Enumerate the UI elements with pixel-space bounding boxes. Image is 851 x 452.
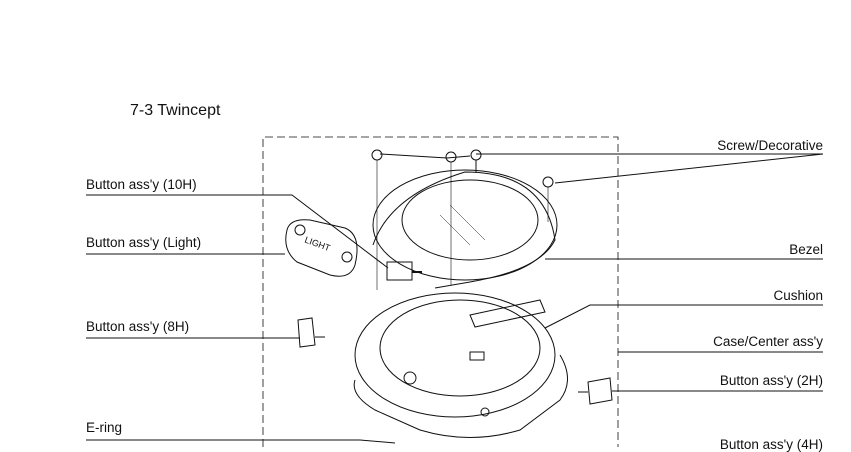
leader-ering bbox=[86, 439, 396, 444]
label-cushion: Cushion bbox=[773, 288, 823, 303]
label-screw-decorative: Screw/Decorative bbox=[717, 138, 823, 153]
case-drawing bbox=[353, 292, 568, 438]
label-button-10h: Button ass'y (10H) bbox=[86, 177, 197, 192]
label-button-2h: Button ass'y (2H) bbox=[719, 373, 823, 388]
label-button-4h: Button ass'y (4H) bbox=[719, 437, 823, 452]
light-button-drawing: LIGHT bbox=[285, 219, 358, 277]
label-button-light: Button ass'y (Light) bbox=[86, 235, 202, 250]
section-title: 7-3 Twincept bbox=[130, 102, 221, 119]
bezel-drawing bbox=[372, 169, 558, 289]
light-cap-text: LIGHT bbox=[303, 235, 332, 254]
label-button-8h: Button ass'y (8H) bbox=[86, 319, 190, 334]
label-bezel: Bezel bbox=[789, 242, 823, 257]
button-10h-drawing bbox=[386, 261, 413, 281]
button-8h-drawing bbox=[297, 317, 325, 348]
leader-10h bbox=[86, 194, 389, 269]
leader-screw bbox=[379, 153, 824, 184]
button-2h-drawing bbox=[578, 377, 613, 405]
dashed-boundary bbox=[262, 136, 619, 447]
leader-cushion bbox=[544, 304, 823, 329]
label-e-ring: E-ring bbox=[86, 420, 123, 435]
screw-icons bbox=[371, 149, 554, 290]
label-case-center: Case/Center ass'y bbox=[713, 334, 823, 349]
